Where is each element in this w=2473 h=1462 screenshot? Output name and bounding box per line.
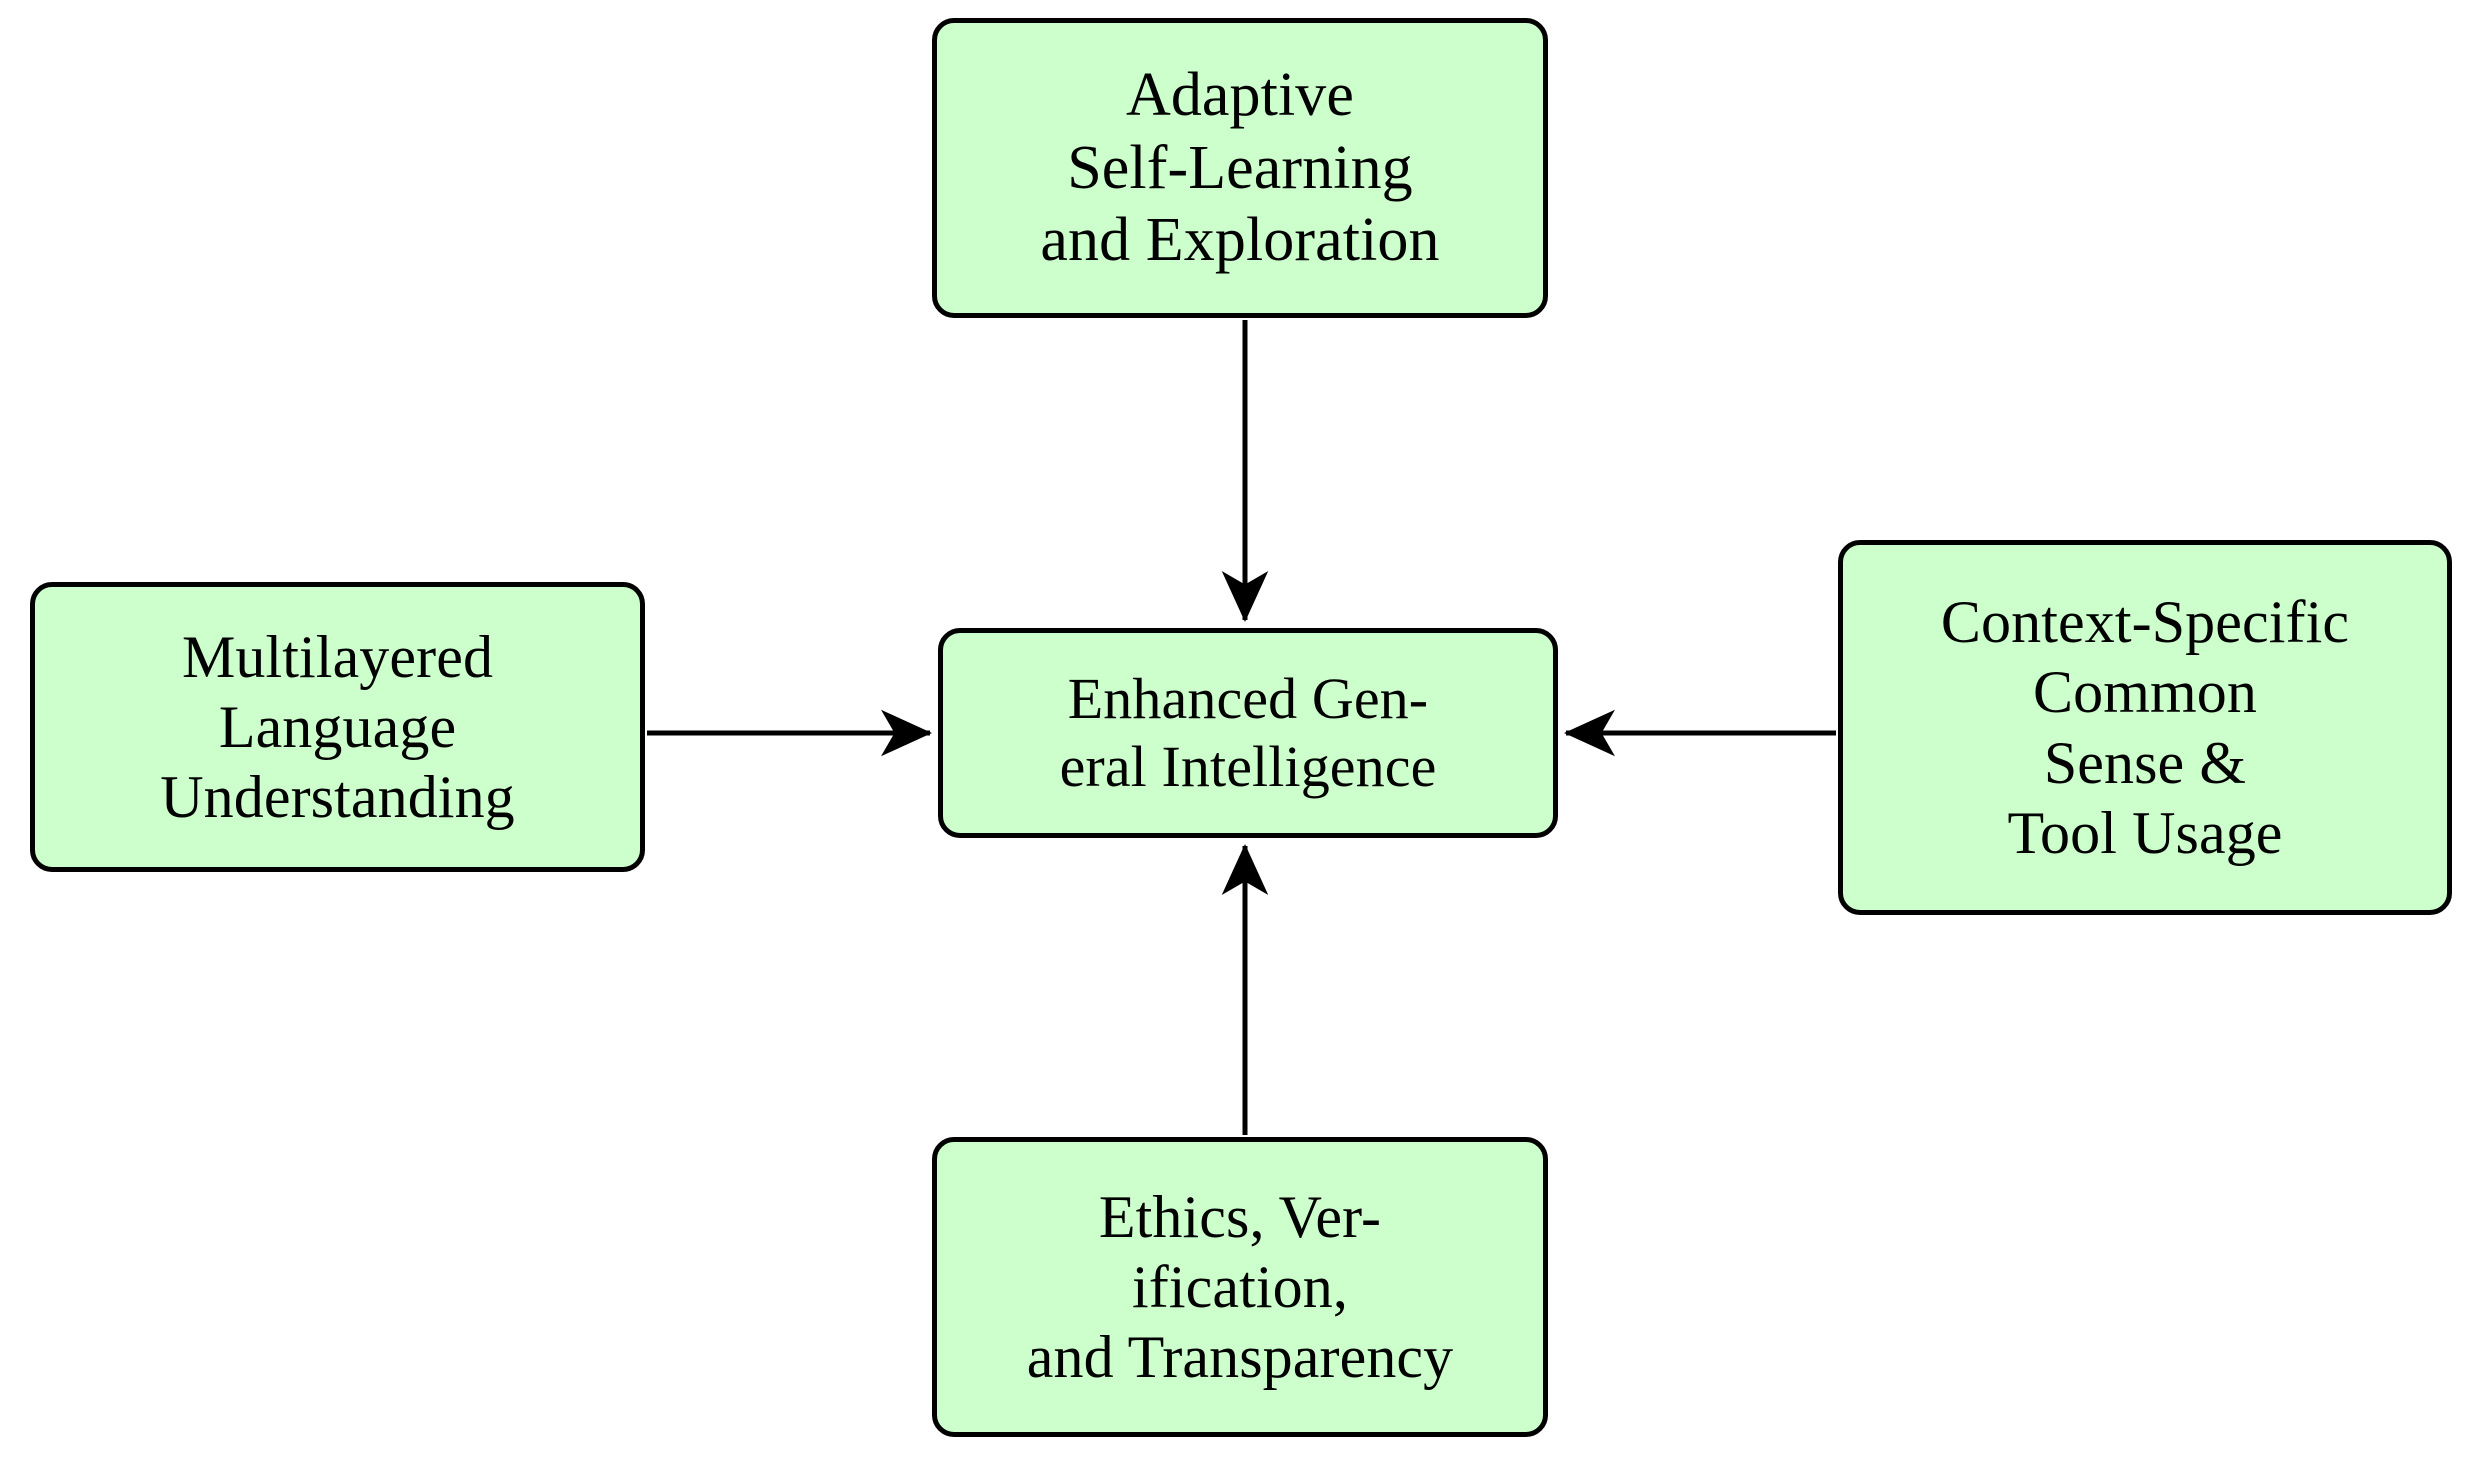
node-context-specific-common-sense-and-tool-usage[interactable]: Context-Specific Common Sense & Tool Usa… bbox=[1838, 540, 2452, 915]
node-label-multilayered-language-understanding: Multilayered Language Understanding bbox=[160, 623, 515, 831]
node-label-adaptive-self-learning-and-exploration: Adaptive Self-Learning and Exploration bbox=[1040, 61, 1440, 275]
node-label-enhanced-general-intelligence: Enhanced Gen- eral Intelligence bbox=[1059, 666, 1437, 799]
node-label-ethics-verification-and-transparency: Ethics, Ver- ification, and Transparency bbox=[1026, 1183, 1454, 1391]
node-label-context-specific-common-sense-and-tool-usage: Context-Specific Common Sense & Tool Usa… bbox=[1940, 589, 2350, 866]
node-enhanced-general-intelligence[interactable]: Enhanced Gen- eral Intelligence bbox=[938, 628, 1558, 838]
node-multilayered-language-understanding[interactable]: Multilayered Language Understanding bbox=[30, 582, 645, 872]
node-adaptive-self-learning-and-exploration[interactable]: Adaptive Self-Learning and Exploration bbox=[932, 18, 1548, 318]
node-ethics-verification-and-transparency[interactable]: Ethics, Ver- ification, and Transparency bbox=[932, 1137, 1548, 1437]
